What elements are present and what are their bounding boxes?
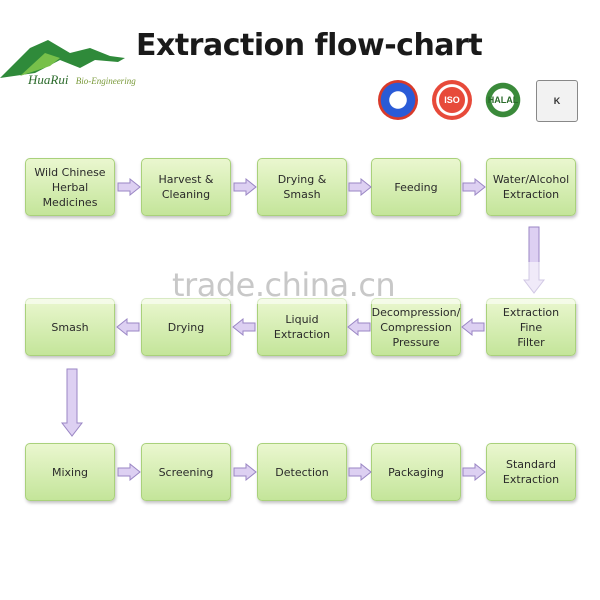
watermark-band: trade.china.cn xyxy=(0,262,600,304)
step-wild-herbal-medicines: Wild Chinese Herbal Medicines xyxy=(25,158,115,216)
watermark-text: trade.china.cn xyxy=(172,266,396,304)
step-mixing: Mixing xyxy=(25,443,115,501)
quality-seal-icon xyxy=(378,80,418,120)
kosher-seal-icon: K xyxy=(536,80,578,122)
arrow-right-icon xyxy=(348,463,372,481)
arrow-left-icon xyxy=(461,318,485,336)
arrow-down-icon xyxy=(60,368,84,437)
step-smash: Smash xyxy=(25,298,115,356)
arrow-right-icon xyxy=(462,178,486,196)
kosher-seal-label: K xyxy=(553,96,561,106)
arrow-right-icon xyxy=(348,178,372,196)
page-title: Extraction flow-chart xyxy=(136,28,483,63)
logo-name: HuaRui xyxy=(28,72,69,87)
step-decompression-compression: Decompression/ Compression Pressure xyxy=(371,298,461,356)
arrow-right-icon xyxy=(117,463,141,481)
arrow-left-icon xyxy=(347,318,371,336)
step-extraction-fine-filter: Extraction Fine Filter xyxy=(486,298,576,356)
step-feeding: Feeding xyxy=(371,158,461,216)
halal-seal-label: HALAL xyxy=(487,95,519,105)
step-standard-extraction: Standard Extraction xyxy=(486,443,576,501)
company-logo xyxy=(0,40,125,78)
logo-text: HuaRui Bio-Engineering xyxy=(28,72,136,88)
iso-seal-label: ISO xyxy=(444,95,460,105)
step-screening: Screening xyxy=(141,443,231,501)
arrow-left-icon xyxy=(116,318,140,336)
arrow-right-icon xyxy=(233,178,257,196)
step-water-alcohol-extraction: Water/Alcohol Extraction xyxy=(486,158,576,216)
arrow-right-icon xyxy=(233,463,257,481)
halal-seal-icon: HALAL xyxy=(483,80,523,120)
arrow-left-icon xyxy=(232,318,256,336)
logo-subtitle: Bio-Engineering xyxy=(75,76,136,86)
step-drying: Drying xyxy=(141,298,231,356)
step-harvest-cleaning: Harvest & Cleaning xyxy=(141,158,231,216)
step-drying-smash: Drying & Smash xyxy=(257,158,347,216)
arrow-right-icon xyxy=(462,463,486,481)
step-liquid-extraction: Liquid Extraction xyxy=(257,298,347,356)
step-packaging: Packaging xyxy=(371,443,461,501)
iso-seal-icon: ISO xyxy=(432,80,472,120)
step-detection: Detection xyxy=(257,443,347,501)
arrow-right-icon xyxy=(117,178,141,196)
